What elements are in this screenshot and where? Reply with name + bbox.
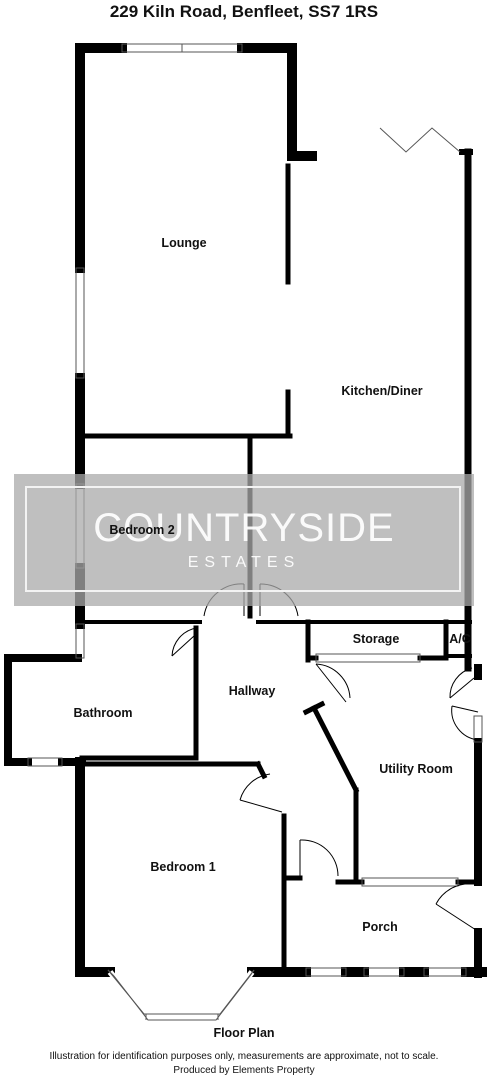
room-label-bedroom-2: Bedroom 2 <box>109 523 175 537</box>
room-label-lounge: Lounge <box>161 236 207 250</box>
page-title: 229 Kiln Road, Benfleet, SS7 1RS <box>109 2 379 21</box>
room-label-kitchen-diner: Kitchen/Diner <box>341 384 423 398</box>
room-label-utility-room: Utility Room <box>379 762 453 776</box>
room-label-porch: Porch <box>362 920 398 934</box>
disclaimer: Illustration for identification purposes… <box>0 1050 488 1078</box>
room-label-hallway: Hallway <box>228 684 276 698</box>
room-label-storage: Storage <box>352 632 400 646</box>
room-label-bedroom-1: Bedroom 1 <box>150 860 216 874</box>
exterior-walls <box>4 43 487 978</box>
room-label-bathroom: Bathroom <box>73 706 133 720</box>
disclaimer-text: Illustration for identification purposes… <box>49 1051 439 1062</box>
room-label-ac: A/C <box>449 632 471 646</box>
watermark-frame <box>25 486 461 592</box>
interior-walls <box>79 163 481 975</box>
watermark-subtitle: ESTATES <box>187 554 301 571</box>
floor-plan-title: Floor Plan <box>213 1026 275 1040</box>
credit-text: Produced by Elements Property <box>173 1065 315 1076</box>
watermark-brand: COUNTRYSIDE <box>93 506 395 550</box>
watermark-band <box>14 474 474 606</box>
